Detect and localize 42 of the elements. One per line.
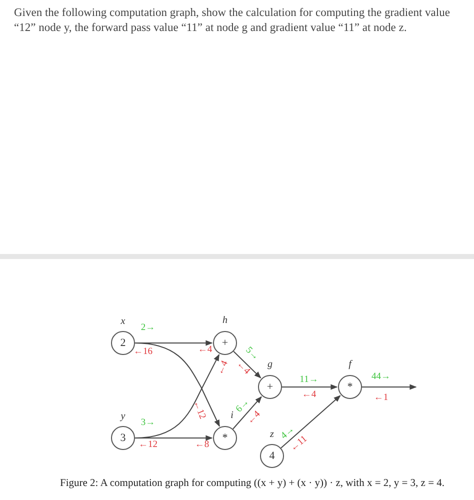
node-value: 4 [269, 448, 275, 464]
gradient-value: ←12 [190, 399, 208, 421]
node-value: + [222, 336, 228, 351]
gradient-value: ←16 [134, 347, 152, 357]
arrow [280, 395, 341, 449]
variable-name: y [120, 412, 126, 422]
variable-name: h [222, 316, 228, 326]
gradient-value: ←12 [138, 440, 158, 450]
arrow [134, 342, 220, 427]
operation-node [258, 375, 282, 399]
node-value: * [222, 430, 228, 446]
arrow [232, 396, 262, 430]
gradient-value: ←8 [194, 440, 210, 450]
figure-caption: Figure 2: A computation graph for computing ((x + y) + (x · y)) · z, with x = 2, y = 3, z = 4. [60, 477, 446, 490]
node-value: 2 [120, 336, 126, 351]
operation-node [338, 375, 362, 399]
variable-name: z [270, 430, 274, 440]
operation-node [260, 444, 284, 468]
operation-node [111, 331, 135, 355]
arrow [134, 435, 213, 441]
gradient-value: ←1 [374, 393, 388, 403]
operation-node [213, 331, 237, 355]
operation-node [213, 426, 237, 450]
variable-name: f [348, 360, 352, 370]
forward-value: 44→ [372, 372, 390, 382]
forward-value: 3→ [140, 418, 156, 428]
variable-name: g [268, 360, 272, 370]
node-value: + [266, 380, 274, 395]
forward-value: 2→ [140, 323, 156, 333]
gradient-value: ←4 [216, 359, 230, 377]
forward-value: 11→ [300, 375, 318, 385]
gradient-value: ←4 [198, 345, 212, 355]
arrow [282, 384, 338, 390]
arrow [362, 384, 417, 390]
variable-name: i [230, 411, 234, 421]
gradient-value: ←4 [302, 390, 316, 400]
arrow [233, 350, 262, 378]
operation-node [111, 426, 135, 450]
node-value: 3 [120, 430, 126, 446]
question-text: Given the following computation graph, show the calculation for computing the gradient value “12” node y, the forward pass value “11” at node g and gradient value “11” at node z. [14, 6, 451, 36]
variable-name: x [120, 317, 126, 327]
node-value: * [347, 380, 353, 395]
